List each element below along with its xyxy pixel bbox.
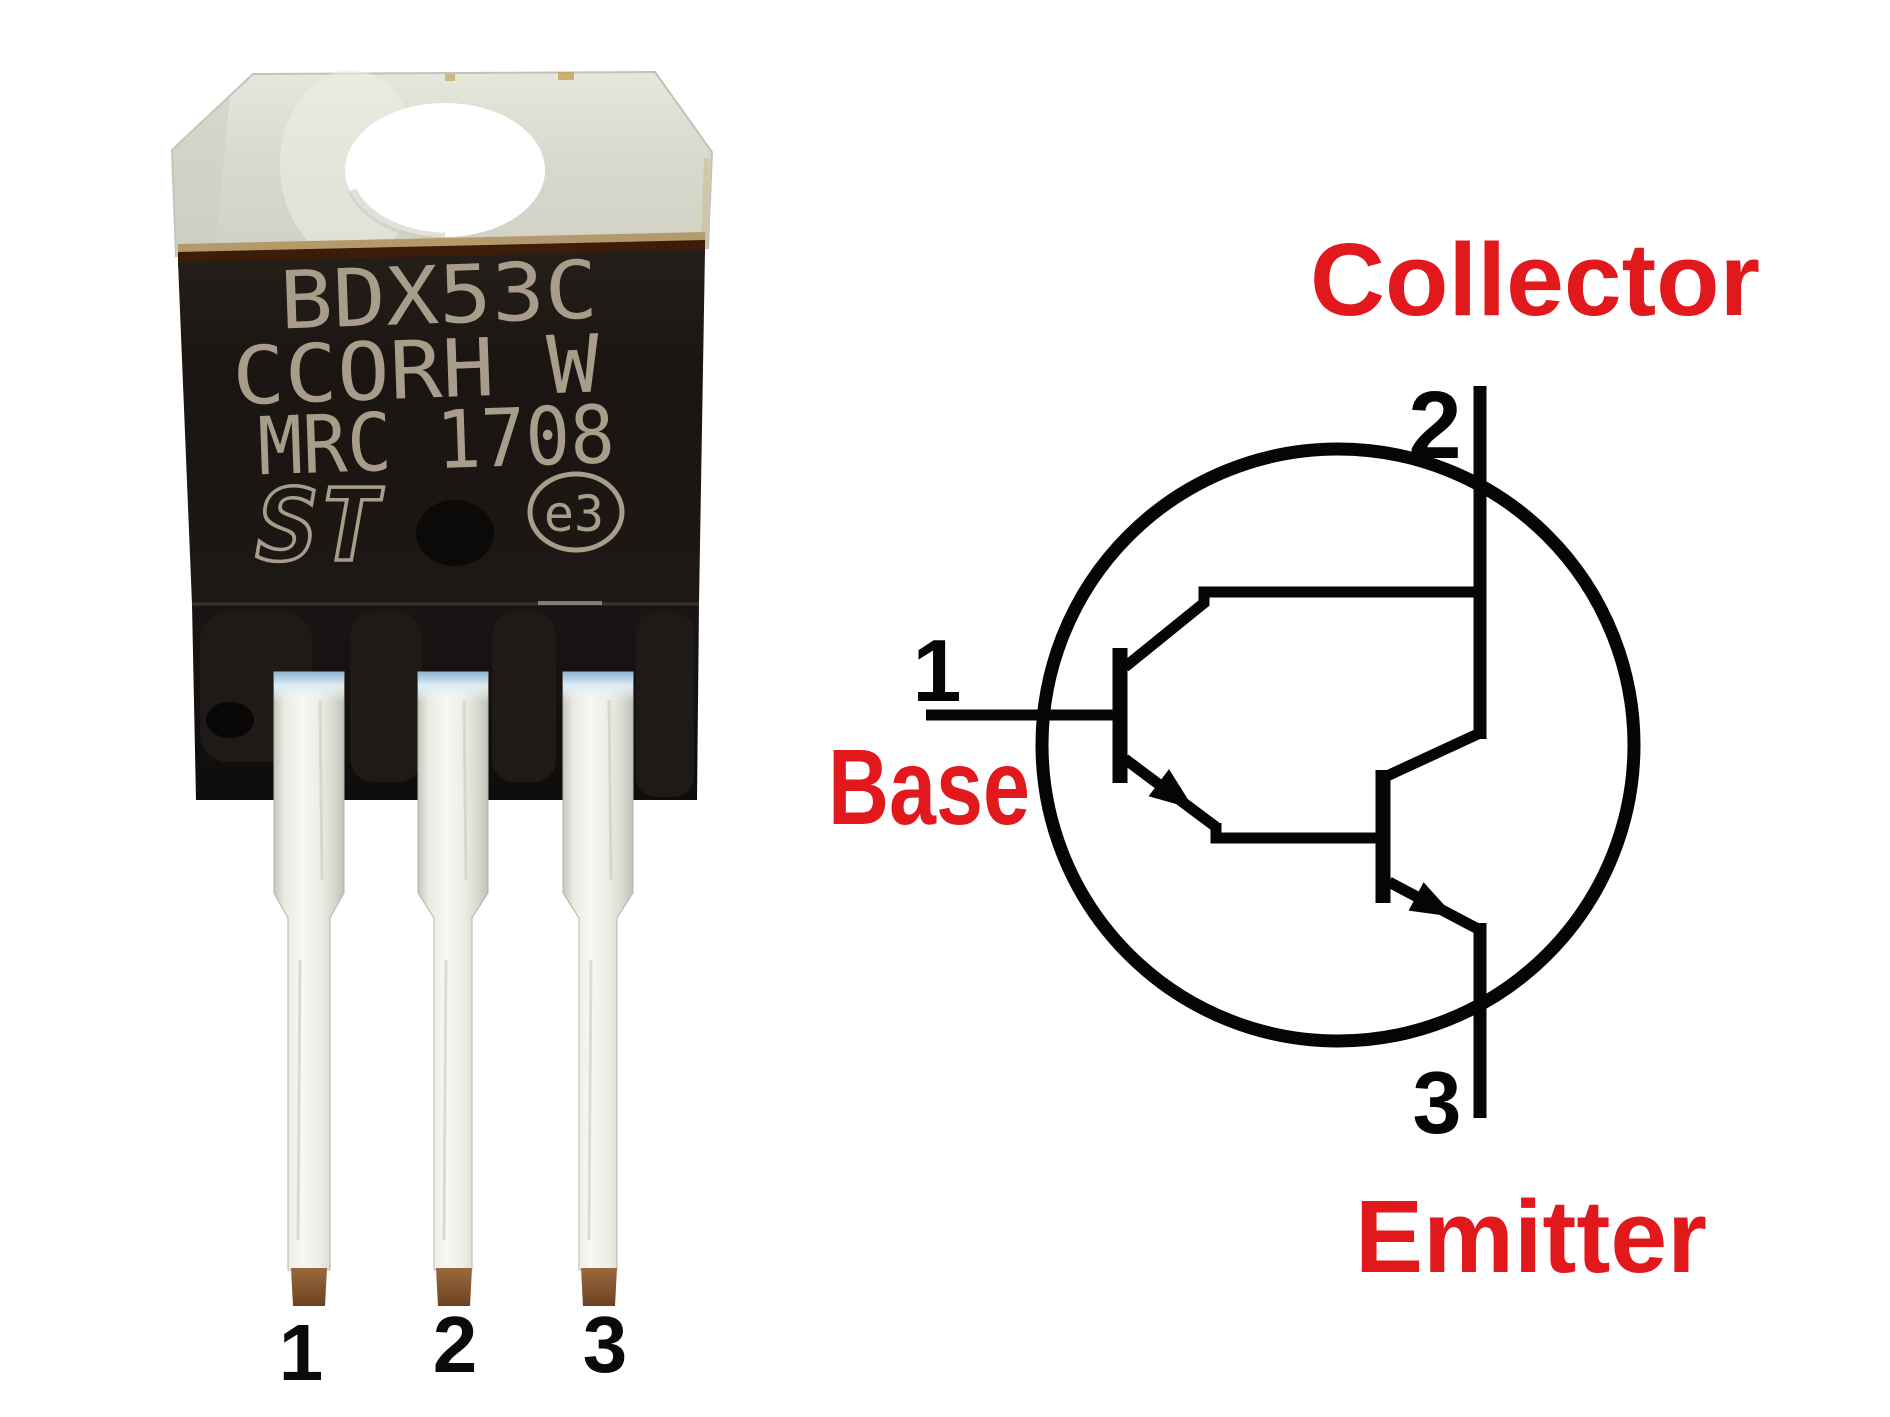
mounting-hole — [345, 103, 545, 237]
t1-to-t2-wire — [1210, 823, 1380, 844]
tab-speck — [445, 74, 455, 81]
package-body — [178, 250, 705, 604]
schematic-pin3-number: 3 — [1413, 1053, 1462, 1152]
schematic-pin2-number: 2 — [1408, 372, 1461, 479]
rohs-mark: e3 — [544, 485, 604, 543]
t1-emitter-arrow — [1148, 769, 1194, 809]
marking-part-number: BDX53C — [278, 243, 599, 347]
photo-pin1-label: 1 — [279, 1308, 324, 1397]
pinout-schematic: 1 2 3 Collector Base Emitter — [828, 222, 1760, 1294]
marking-lot-code: CCORH W — [231, 317, 602, 423]
tab-speck — [558, 72, 574, 80]
transistor-circle — [1035, 442, 1641, 1048]
base-label: Base — [828, 726, 1030, 847]
hole-shadow — [347, 187, 446, 242]
t1-collector-wire — [1121, 586, 1484, 672]
leg-1-tip — [291, 1268, 327, 1306]
step-dark-spot — [206, 702, 254, 738]
mold-dot — [416, 500, 494, 566]
schematic-pin1-number: 1 — [913, 621, 962, 720]
leg-3 — [562, 671, 634, 1306]
tab-right-tinge — [701, 157, 710, 247]
transistor-photo: BDX53C CCORH W MRC 1708 ST e3 — [170, 70, 714, 1397]
leg-2 — [417, 671, 489, 1306]
emitter-label: Emitter — [1355, 1179, 1707, 1294]
step-bump — [492, 612, 556, 782]
body-top-highlight — [178, 232, 705, 253]
photo-pin3-label: 3 — [583, 1300, 628, 1389]
leg-3-tip — [581, 1268, 617, 1306]
step-bump — [636, 612, 694, 797]
step-bump — [350, 612, 422, 782]
rohs-circle — [527, 471, 625, 553]
photo-pin2-label: 2 — [433, 1300, 478, 1389]
t2-collector-wire — [1384, 728, 1483, 781]
leg-1 — [273, 671, 345, 1306]
leg-2-tip — [436, 1268, 472, 1306]
st-logo: ST — [245, 467, 392, 584]
t2-emitter-arrow — [1408, 882, 1455, 917]
collector-label: Collector — [1310, 222, 1760, 337]
tab-bevel-shade — [172, 74, 253, 256]
